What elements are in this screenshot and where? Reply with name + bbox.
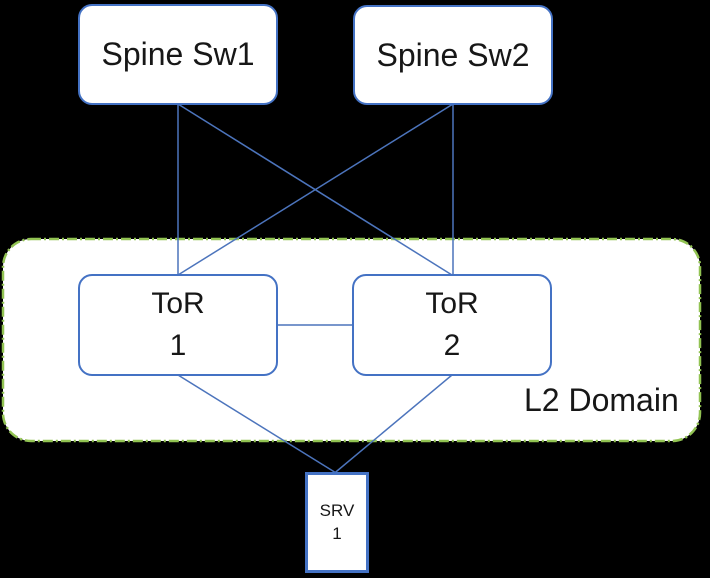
node-spine-sw2-label: Spine Sw2 — [376, 36, 530, 73]
node-tor-2-title: ToR — [425, 287, 479, 320]
link-spine2-tor1 — [177, 103, 454, 276]
node-spine-sw2: Spine Sw2 — [353, 5, 553, 105]
node-tor-2-number: 2 — [443, 329, 461, 362]
node-spine-sw1: Spine Sw1 — [78, 4, 278, 105]
node-srv-1: SRV 1 — [305, 472, 369, 573]
node-spine-sw1-label: Spine Sw1 — [101, 36, 255, 72]
l2-domain-label: L2 Domain — [524, 382, 679, 418]
node-tor-1-title: ToR — [151, 287, 205, 320]
link-tor1-srv1 — [177, 374, 342, 477]
node-srv-1-number: 1 — [332, 523, 342, 543]
node-tor-1-number: 1 — [169, 329, 187, 362]
link-tor2-srv1 — [330, 374, 453, 477]
node-tor-2: ToR 2 — [352, 274, 552, 376]
node-srv-1-title: SRV — [319, 500, 355, 520]
node-tor-1: ToR 1 — [78, 274, 278, 376]
